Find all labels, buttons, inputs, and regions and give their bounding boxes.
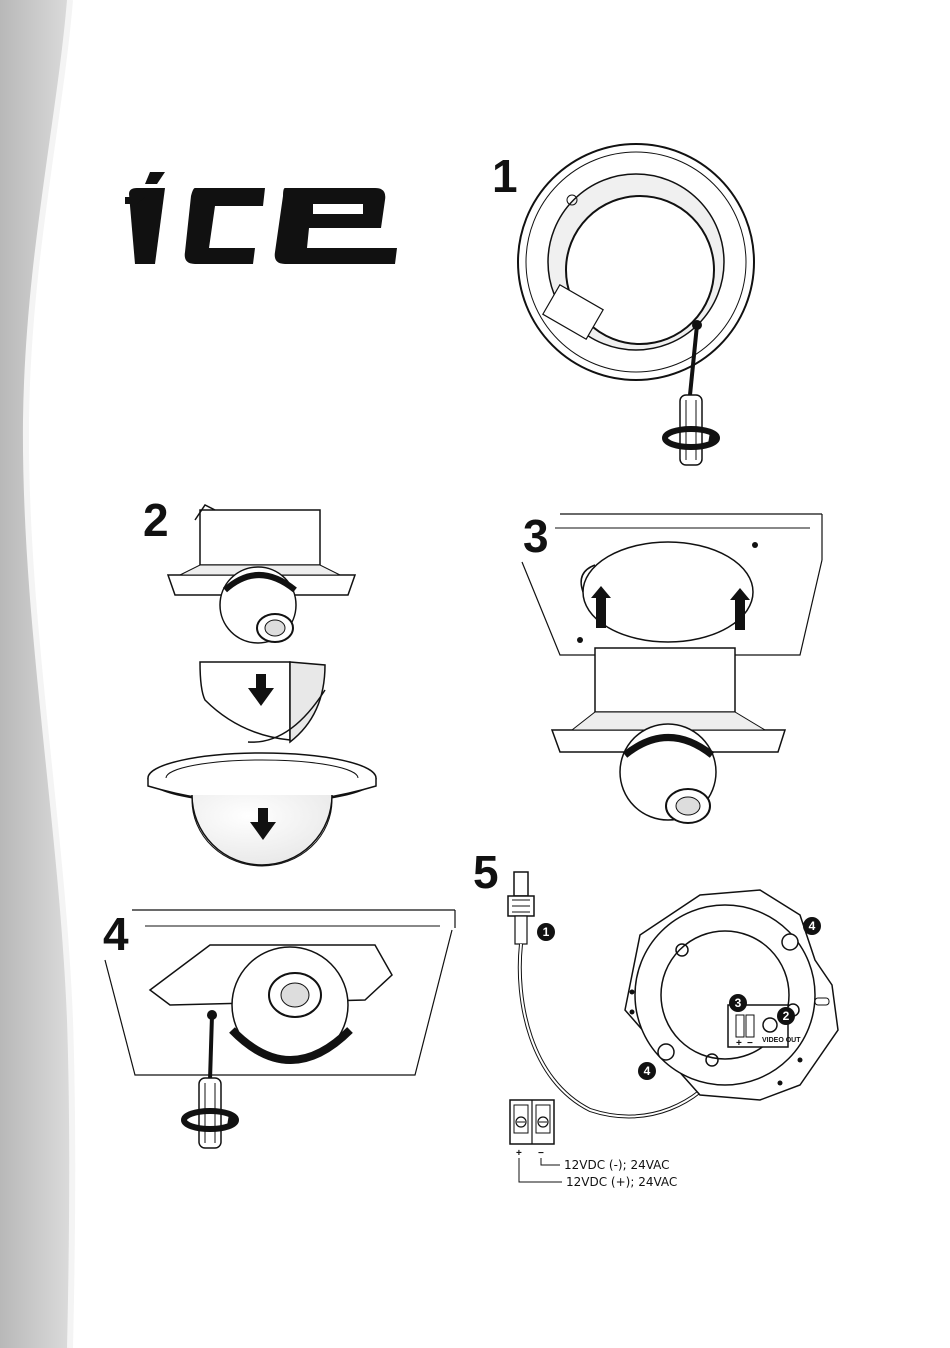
step-3-camera (552, 648, 785, 823)
callout-1: 1 (537, 923, 555, 941)
board-minus-sign: − (747, 1038, 753, 1049)
ice-logo (125, 172, 397, 264)
power-positive-label: 12VDC (+); 24VAC (566, 1175, 677, 1189)
board-plus-sign: + (736, 1038, 742, 1049)
step-1-number: 1 (492, 150, 518, 202)
callout-4-bottom: 4 (638, 1062, 656, 1080)
power-negative-label: 12VDC (-); 24VAC (564, 1158, 670, 1172)
screwdriver-icon (184, 1015, 239, 1148)
step-2-number: 2 (143, 494, 169, 546)
callout-4-top: 4 (803, 917, 821, 935)
step-3-number: 3 (523, 510, 549, 562)
step-3-mounting-plate (581, 542, 753, 642)
callout-3: 3 (729, 994, 747, 1012)
svg-text:4: 4 (644, 1064, 651, 1078)
bnc-connector (508, 872, 534, 944)
video-out-label: VIDEO OUT (762, 1037, 801, 1044)
step-1-illustration (518, 144, 754, 380)
svg-text:4: 4 (809, 919, 816, 933)
callout-2: 2 (777, 1007, 795, 1025)
terminal-plus-sign: + (516, 1148, 522, 1159)
terminal-minus-sign: − (538, 1148, 544, 1159)
step-2-camera-base (168, 505, 355, 643)
svg-text:3: 3 (735, 996, 742, 1010)
svg-text:1: 1 (543, 925, 550, 939)
step-4-number: 4 (103, 908, 129, 960)
step-4-camera-in-ceiling (150, 945, 392, 1063)
power-terminal-block: + − (510, 1100, 554, 1159)
power-leader-lines (519, 1158, 562, 1182)
page-edge (0, 0, 72, 1348)
svg-text:2: 2 (783, 1009, 790, 1023)
step-5-number: 5 (473, 846, 499, 898)
